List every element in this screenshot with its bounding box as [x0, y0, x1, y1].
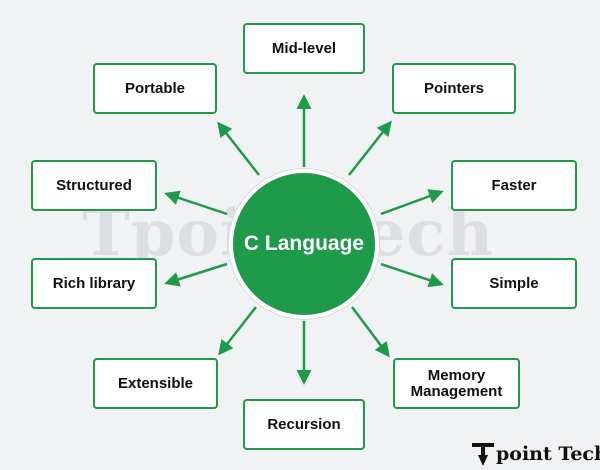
center-label: C Language	[243, 232, 365, 255]
feature-mid-level: Mid-level	[243, 23, 365, 74]
feature-recursion: Recursion	[243, 399, 365, 450]
arrow-faster	[380, 189, 444, 216]
feature-faster: Faster	[451, 160, 577, 211]
tpoint-logo-icon	[472, 443, 494, 466]
center-node: C Language	[229, 169, 379, 319]
brand-logo: point Tech	[472, 440, 600, 468]
feature-simple: Simple	[451, 258, 577, 309]
arrow-memory-management	[351, 306, 390, 358]
arrow-portable	[217, 121, 260, 176]
arrow-pointers	[348, 120, 392, 176]
feature-structured: Structured	[31, 160, 157, 211]
feature-memory-management: Memory Management	[393, 358, 520, 409]
logo-text: point Tech	[496, 443, 600, 465]
feature-extensible: Extensible	[93, 358, 218, 409]
arrow-structured	[164, 190, 228, 216]
arrow-extensible	[218, 306, 257, 356]
arrow-rich-library	[164, 262, 228, 287]
feature-portable: Portable	[93, 63, 217, 114]
arrow-simple	[380, 262, 444, 288]
feature-rich-library: Rich library	[31, 258, 157, 309]
feature-pointers: Pointers	[392, 63, 516, 114]
